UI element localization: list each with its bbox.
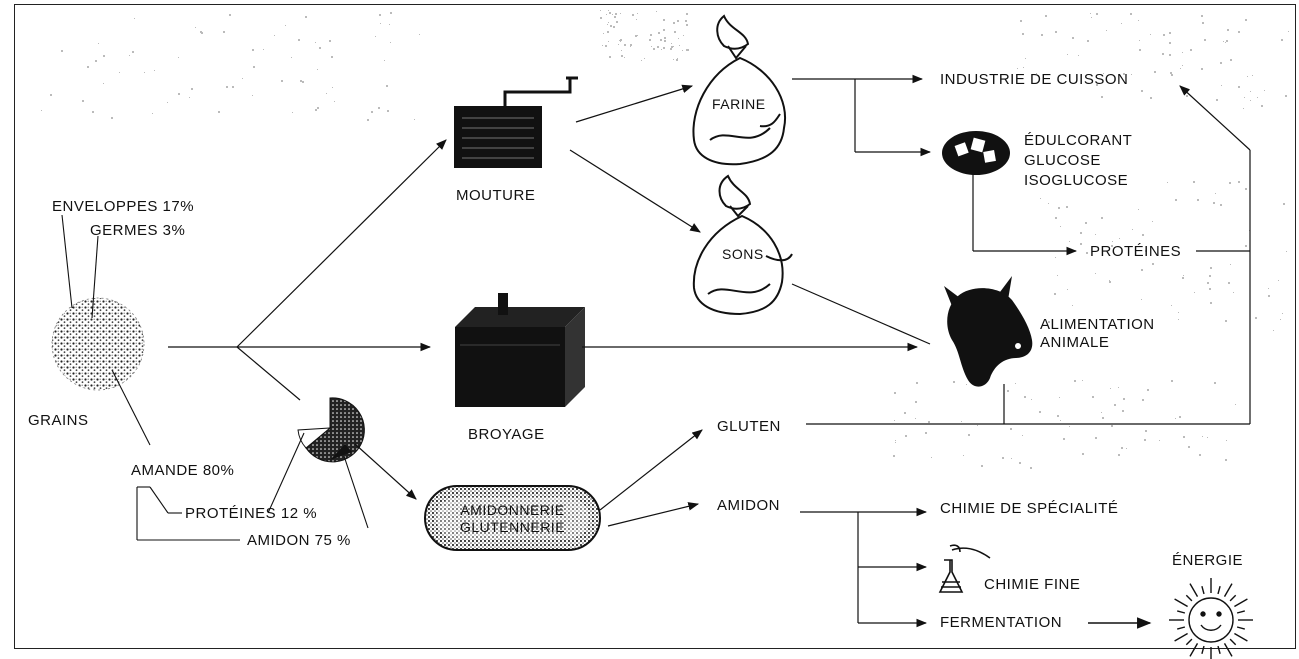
label-glucose: GLUCOSE bbox=[1024, 152, 1101, 169]
sun-ray bbox=[1230, 595, 1236, 601]
label-grains: GRAINS bbox=[28, 412, 89, 429]
sun-ray bbox=[1202, 586, 1204, 594]
mill-icon bbox=[454, 78, 578, 168]
sun-ray bbox=[1190, 643, 1198, 656]
arrow-to-amidonnerie bbox=[355, 444, 416, 499]
sun-ray bbox=[1177, 611, 1185, 613]
sun-ray bbox=[1190, 584, 1198, 597]
label-mouture: MOUTURE bbox=[456, 187, 535, 204]
sun-icon bbox=[1169, 578, 1253, 659]
sun-ray bbox=[1202, 646, 1204, 654]
label-proteines: PROTÉINES bbox=[1090, 243, 1181, 260]
label-chimie-fine: CHIMIE FINE bbox=[984, 576, 1080, 593]
sun-ray bbox=[1237, 611, 1245, 613]
amande-pie-icon bbox=[298, 398, 364, 462]
label-germes: GERMES 3% bbox=[90, 222, 185, 239]
bran-sack-icon bbox=[694, 176, 792, 314]
flour-sack-icon bbox=[693, 16, 785, 164]
sun-ray bbox=[1230, 639, 1236, 645]
sun-ray bbox=[1177, 627, 1185, 629]
label-proteines-grain: PROTÉINES 12 % bbox=[185, 505, 317, 522]
label-isoglucose: ISOGLUCOSE bbox=[1024, 172, 1128, 189]
label-amidonnerie-1: AMIDONNERIE bbox=[440, 502, 585, 519]
sun-ray bbox=[1218, 586, 1220, 594]
label-gluten: GLUTEN bbox=[717, 418, 781, 435]
farine-branches bbox=[792, 79, 930, 152]
sun-ray bbox=[1225, 584, 1233, 597]
label-amidon: AMIDON bbox=[717, 497, 780, 514]
grain-icon bbox=[52, 298, 144, 390]
grinder-box-icon bbox=[455, 293, 585, 407]
flask-icon bbox=[940, 545, 990, 592]
sun-ray bbox=[1234, 634, 1247, 642]
sugar-dish-icon bbox=[942, 131, 1010, 175]
sun-ray bbox=[1218, 646, 1220, 654]
label-edulcorant: ÉDULCORANT bbox=[1024, 132, 1132, 149]
label-sons: SONS bbox=[722, 246, 764, 263]
label-enveloppes: ENVELOPPES 17% bbox=[52, 198, 194, 215]
mill-arrows bbox=[570, 86, 700, 232]
label-alimentation-1: ALIMENTATION bbox=[1040, 316, 1155, 333]
sun-ray bbox=[1237, 627, 1245, 629]
sun-ray bbox=[1175, 634, 1188, 642]
sun-ray bbox=[1186, 639, 1192, 645]
label-industrie: INDUSTRIE DE CUISSON bbox=[940, 71, 1128, 88]
label-alimentation-2: ANIMALE bbox=[1040, 334, 1109, 351]
amidon-branches bbox=[800, 512, 1150, 623]
amidonnerie-outputs bbox=[600, 430, 702, 526]
cow-head-icon bbox=[944, 276, 1032, 387]
sun-ray bbox=[1186, 595, 1192, 601]
sun-ray bbox=[1225, 643, 1233, 656]
label-amidonnerie-2: GLUTENNERIE bbox=[440, 519, 585, 536]
label-energie: ÉNERGIE bbox=[1172, 552, 1243, 569]
label-farine: FARINE bbox=[712, 96, 766, 113]
label-fermentation: FERMENTATION bbox=[940, 614, 1062, 631]
main-splitter bbox=[168, 140, 446, 400]
label-amidon-grain: AMIDON 75 % bbox=[247, 532, 351, 549]
label-chimie-specialite: CHIMIE DE SPÉCIALITÉ bbox=[940, 500, 1118, 517]
sun-ray bbox=[1175, 599, 1188, 607]
label-amande: AMANDE 80% bbox=[131, 462, 234, 479]
label-broyage: BROYAGE bbox=[468, 426, 545, 443]
sun-ray bbox=[1234, 599, 1247, 607]
